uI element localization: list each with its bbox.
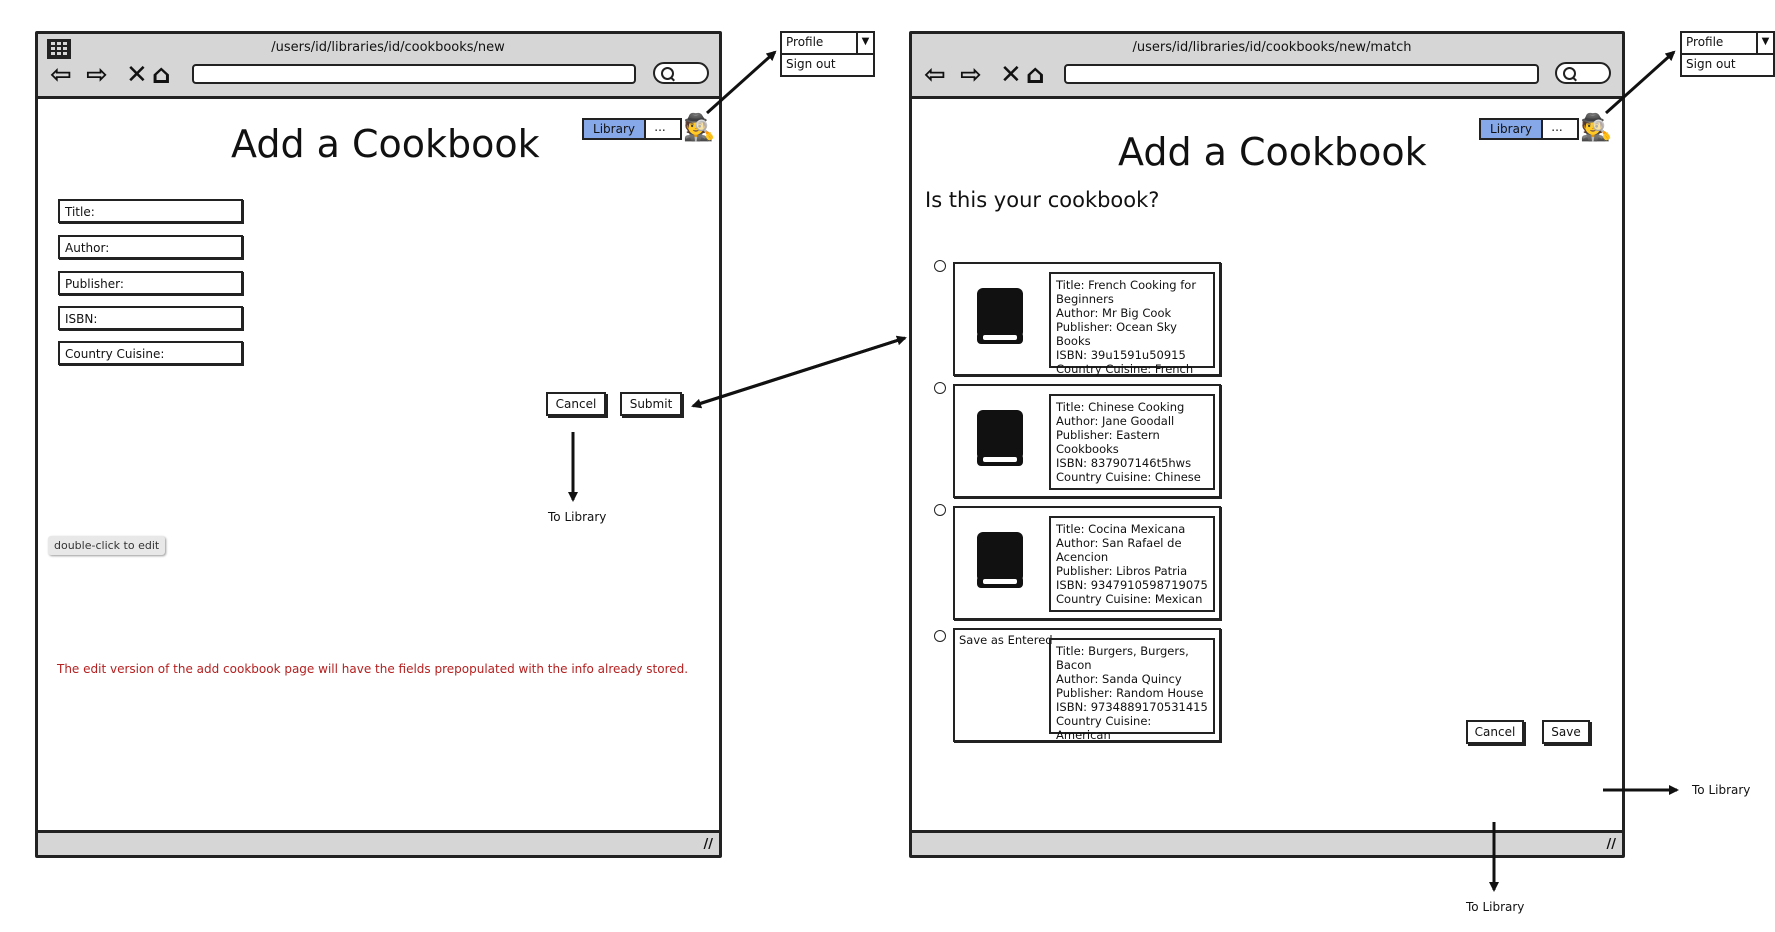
publisher-field[interactable]: Publisher: (58, 271, 243, 295)
stop-icon[interactable]: ✕ (126, 60, 148, 90)
back-icon[interactable]: ⇦ (50, 60, 72, 90)
status-bar: // (912, 830, 1622, 855)
save-button[interactable]: Save (1542, 720, 1590, 744)
page-title: Add a Cookbook (231, 122, 540, 166)
match-details: Title: French Cooking for Beginners Auth… (1049, 272, 1215, 376)
page-url: /users/id/libraries/id/cookbooks/new/mat… (1132, 40, 1412, 55)
save-to-library-label: To Library (1692, 783, 1751, 797)
stop-icon[interactable]: ✕ (1000, 60, 1022, 90)
browser-chrome: /users/id/libraries/id/cookbooks/new/mat… (912, 34, 1622, 99)
match-radio-3[interactable] (934, 504, 946, 516)
left-profile-dropdown[interactable]: Profile ▼ Sign out (780, 31, 875, 77)
tab-more[interactable]: ... (1551, 120, 1563, 134)
match-cuisine: Country Cuisine: French (1056, 362, 1194, 376)
cancel-button[interactable]: Cancel (1466, 720, 1524, 744)
submit-match-arrow (694, 335, 907, 407)
title-field[interactable]: Title: (58, 199, 243, 223)
match-card-2[interactable]: Title: Chinese Cooking Author: Jane Good… (953, 384, 1221, 498)
match-isbn: ISBN: 9347910598719075 (1056, 578, 1208, 592)
match-title: Title: Chinese Cooking (1056, 400, 1185, 414)
submit-match-arrow-back (691, 336, 906, 409)
save-as-entered-card[interactable]: Save as Entered Title: Burgers, Burgers,… (953, 628, 1221, 742)
profile-selected[interactable]: Profile (1686, 35, 1724, 49)
chevron-down-icon[interactable]: ▼ (856, 33, 873, 53)
search-icon (1563, 67, 1576, 80)
page-url: /users/id/libraries/id/cookbooks/new (271, 40, 505, 55)
match-radio-1[interactable] (934, 260, 946, 272)
left-browser-window: /users/id/libraries/id/cookbooks/new ⇦ ⇨… (35, 31, 722, 858)
save-as-entered-label: Save as Entered (959, 633, 1053, 647)
match-title: Title: French Cooking for Beginners (1056, 278, 1197, 306)
entered-title: Title: Burgers, Burgers, Bacon (1056, 644, 1189, 672)
match-publisher: Publisher: Ocean Sky Books (1056, 320, 1177, 348)
library-tabs[interactable]: Library ... (1479, 118, 1579, 140)
library-tabs[interactable]: Library ... (582, 118, 682, 140)
resize-grip-icon[interactable]: // (1606, 837, 1617, 852)
edit-tooltip: double-click to edit (48, 536, 166, 555)
match-title: Title: Cocina Mexicana (1056, 522, 1186, 536)
book-icon (977, 532, 1023, 588)
status-bar: // (38, 830, 719, 855)
entered-isbn: ISBN: 9734889170531415 (1056, 700, 1208, 714)
home-icon[interactable]: ⌂ (152, 60, 171, 90)
match-cuisine: Country Cuisine: Chinese (1056, 470, 1201, 484)
cancel-to-library-label: To Library (1466, 900, 1525, 914)
match-isbn: ISBN: 39u1591u50915 (1056, 348, 1186, 362)
search-box[interactable] (1555, 62, 1611, 84)
entered-details: Title: Burgers, Burgers, Bacon Author: S… (1049, 638, 1215, 742)
to-library-label: To Library (548, 510, 607, 524)
author-field[interactable]: Author: (58, 235, 243, 259)
right-browser-window: /users/id/libraries/id/cookbooks/new/mat… (909, 31, 1625, 858)
match-publisher: Publisher: Libros Patria (1056, 564, 1188, 578)
match-author: Author: Mr Big Cook (1056, 306, 1172, 320)
save-as-entered-radio[interactable] (934, 630, 946, 642)
match-question: Is this your cookbook? (925, 188, 1160, 212)
tab-library[interactable]: Library (1481, 120, 1543, 138)
browser-chrome: /users/id/libraries/id/cookbooks/new ⇦ ⇨… (38, 34, 719, 99)
entered-cuisine: Country Cuisine: American (1056, 714, 1152, 742)
match-details: Title: Cocina Mexicana Author: San Rafae… (1049, 516, 1215, 612)
forward-icon[interactable]: ⇨ (86, 60, 108, 90)
country-cuisine-field[interactable]: Country Cuisine: (58, 341, 243, 365)
forward-icon[interactable]: ⇨ (960, 60, 982, 90)
edit-note: The edit version of the add cookbook pag… (57, 662, 689, 676)
address-bar[interactable] (192, 64, 636, 84)
match-card-3[interactable]: Title: Cocina Mexicana Author: San Rafae… (953, 506, 1221, 620)
match-author: Author: Jane Goodall (1056, 414, 1175, 428)
entered-author: Author: Sanda Quincy (1056, 672, 1182, 686)
submit-button[interactable]: Submit (620, 392, 682, 416)
user-avatar-icon[interactable]: 🕵 (683, 113, 716, 143)
book-icon (977, 410, 1023, 466)
grid-icon (47, 39, 71, 59)
entered-publisher: Publisher: Random House (1056, 686, 1204, 700)
sign-out-option[interactable]: Sign out (786, 57, 836, 71)
page-title: Add a Cookbook (1118, 130, 1427, 174)
match-card-1[interactable]: Title: French Cooking for Beginners Auth… (953, 262, 1221, 376)
chevron-down-icon[interactable]: ▼ (1756, 33, 1773, 53)
isbn-field[interactable]: ISBN: (58, 306, 243, 330)
match-cuisine: Country Cuisine: Mexican (1056, 592, 1203, 606)
tab-more[interactable]: ... (654, 120, 666, 134)
resize-grip-icon[interactable]: // (703, 837, 714, 852)
search-box[interactable] (653, 62, 709, 84)
sign-out-option[interactable]: Sign out (1686, 57, 1736, 71)
right-profile-dropdown[interactable]: Profile ▼ Sign out (1680, 31, 1775, 77)
user-avatar-icon[interactable]: 🕵 (1580, 113, 1613, 143)
profile-selected[interactable]: Profile (786, 35, 824, 49)
match-details: Title: Chinese Cooking Author: Jane Good… (1049, 394, 1215, 490)
match-isbn: ISBN: 837907146t5hws (1056, 456, 1192, 470)
address-bar[interactable] (1064, 64, 1539, 84)
book-icon (977, 288, 1023, 344)
back-icon[interactable]: ⇦ (924, 60, 946, 90)
home-icon[interactable]: ⌂ (1026, 60, 1045, 90)
tab-library[interactable]: Library (584, 120, 646, 138)
search-icon (661, 67, 674, 80)
match-publisher: Publisher: Eastern Cookbooks (1056, 428, 1160, 456)
cancel-button[interactable]: Cancel (546, 392, 606, 416)
match-radio-2[interactable] (934, 382, 946, 394)
match-author: Author: San Rafael de Acencion (1056, 536, 1182, 564)
